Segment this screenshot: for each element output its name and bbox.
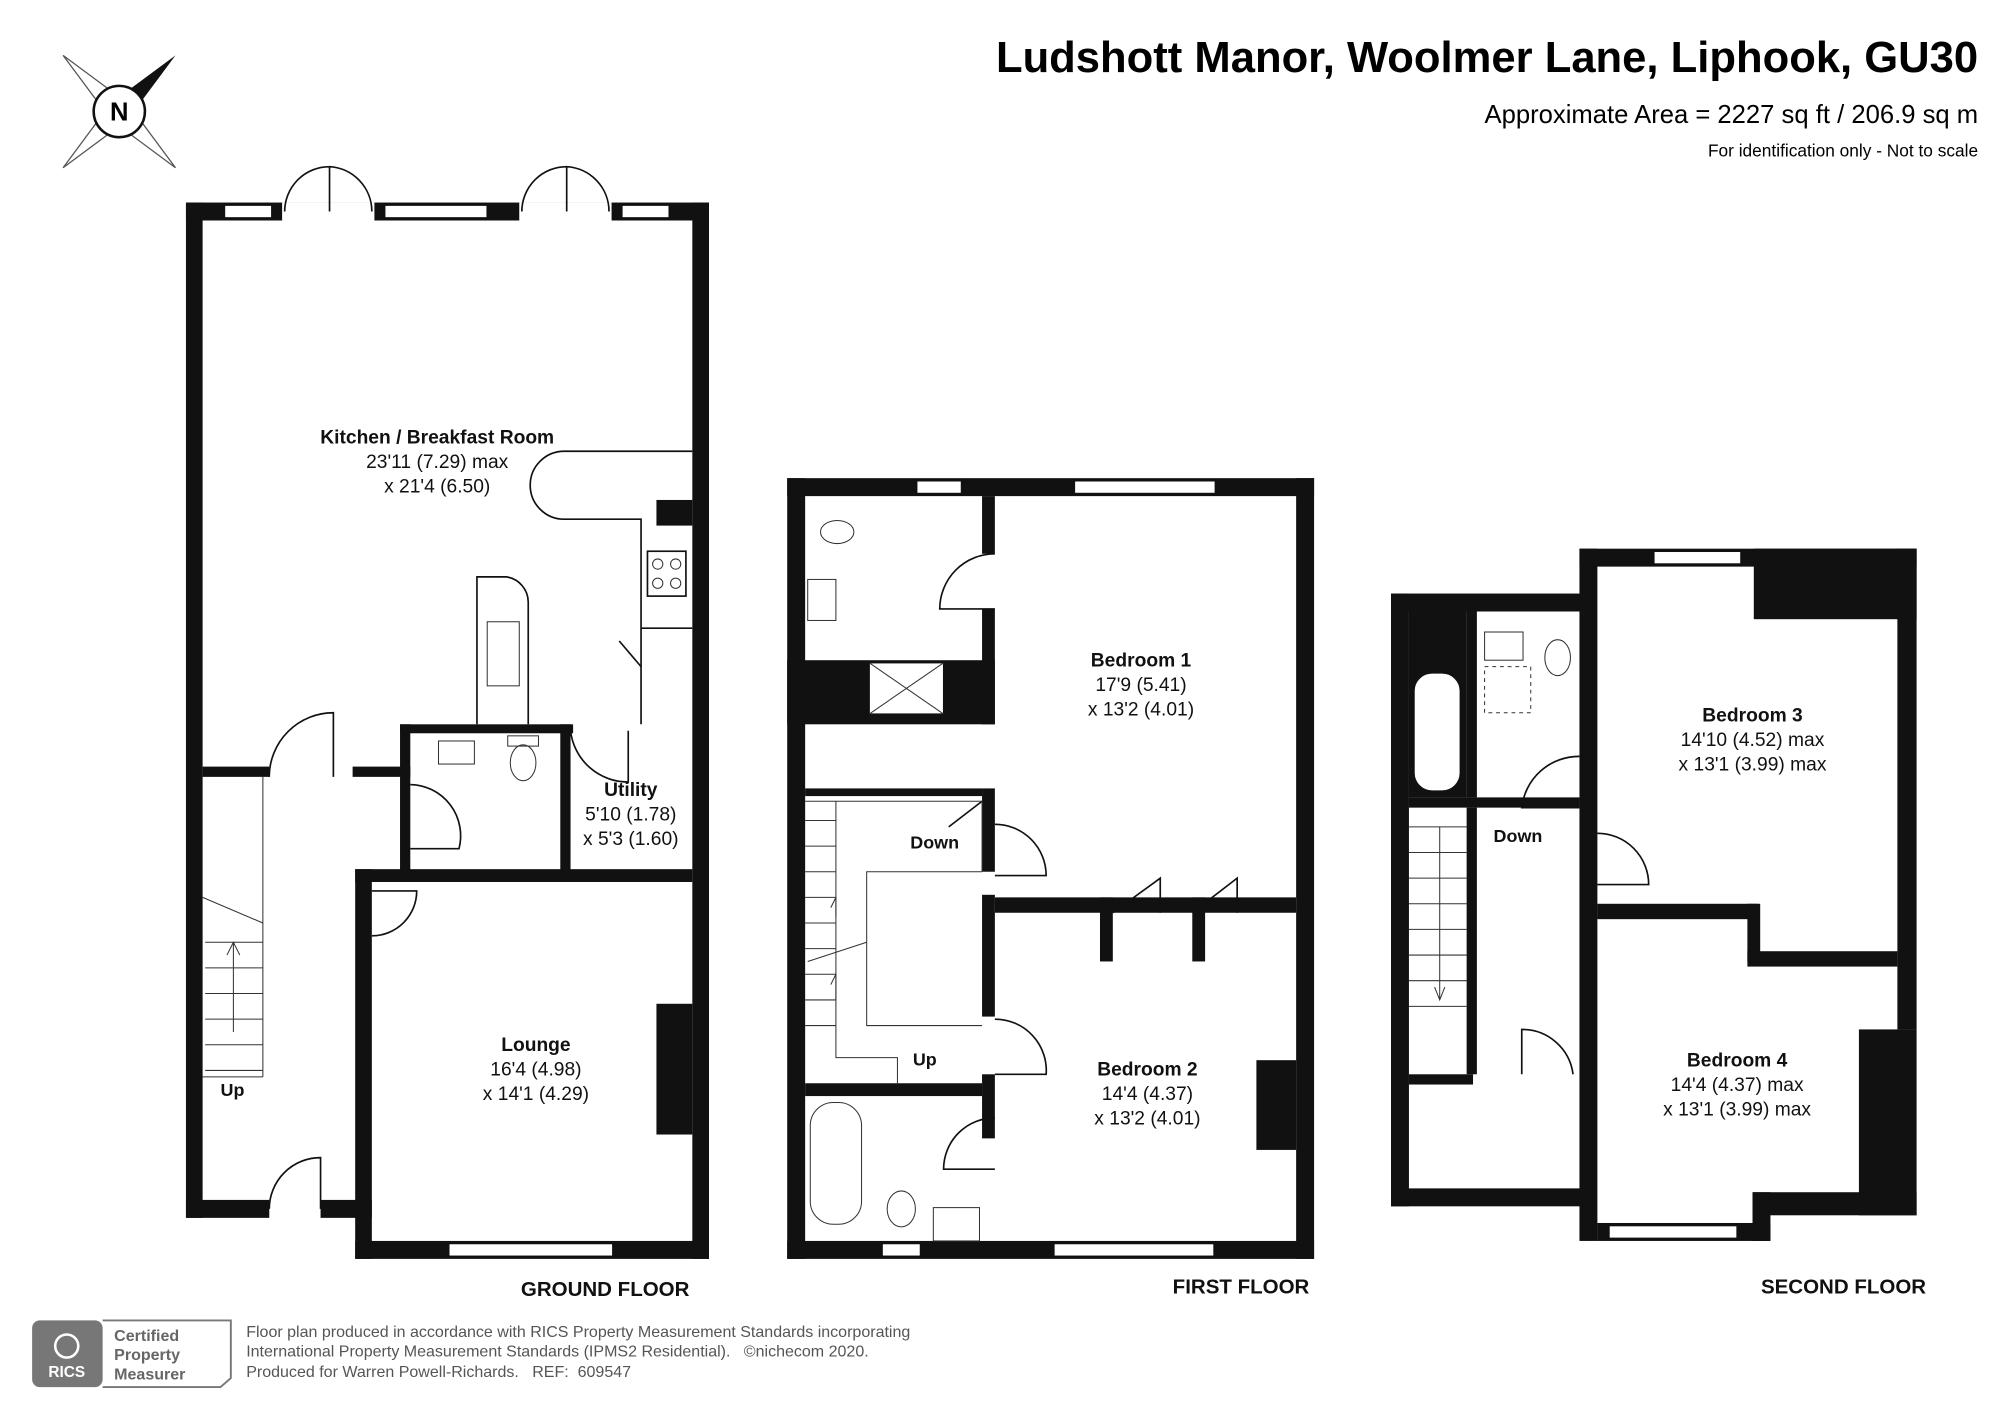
room-name-bedroom-2: Bedroom 2: [1097, 1060, 1197, 1081]
rics-certified-badge: RICS Certified Property Measurer: [32, 1319, 232, 1389]
second-floor-plan: Down Bedroom 3 14'10 (4.52) max x 13'1 (…: [1390, 548, 1926, 1298]
room-dim-utility-2: x 5'3 (1.60): [583, 829, 679, 850]
approximate-area: Approximate Area = 2227 sq ft / 206.9 sq…: [1485, 101, 1979, 129]
room-dim-kitchen-1: 23'11 (7.29) max: [366, 452, 509, 473]
ground-floor-label: GROUND FLOOR: [521, 1278, 690, 1301]
room-dim-bedroom-3-1: 14'10 (4.52) max: [1681, 730, 1825, 751]
room-dim-bedroom-1-1: 17'9 (5.41): [1095, 675, 1186, 696]
room-dim-bedroom-2-1: 14'4 (4.37): [1102, 1084, 1193, 1105]
first-stairs-down-label: Down: [910, 833, 959, 853]
room-dim-utility-1: 5'10 (1.78): [585, 804, 676, 825]
svg-text:Measurer: Measurer: [114, 1365, 185, 1383]
first-floor-label: FIRST FLOOR: [1173, 1275, 1310, 1298]
first-stairs-up-label: Up: [913, 1049, 937, 1069]
svg-text:N: N: [110, 99, 129, 127]
room-name-bedroom-1: Bedroom 1: [1091, 651, 1192, 672]
room-name-utility: Utility: [604, 780, 658, 801]
footer-line-1: Floor plan produced in accordance with R…: [246, 1323, 910, 1341]
room-dim-lounge-1: 16'4 (4.98): [490, 1060, 581, 1081]
disclaimer: For identification only - Not to scale: [1708, 140, 1978, 160]
room-name-bedroom-3: Bedroom 3: [1702, 706, 1802, 727]
compass-north-icon: N: [62, 54, 177, 169]
room-dim-lounge-2: x 14'1 (4.29): [483, 1084, 589, 1105]
ground-floor-plan: Up Kitchen / Breakfast Room 23'11 (7.29)…: [185, 165, 709, 1301]
first-floor-plan: Down Up Bedroom 1 17'9 (5.41) x 13'2 (4.…: [787, 478, 1315, 1298]
room-name-bedroom-4: Bedroom 4: [1687, 1051, 1788, 1072]
footer-line-2: International Property Measurement Stand…: [246, 1342, 868, 1360]
room-dim-bedroom-2-2: x 13'2 (4.01): [1094, 1108, 1200, 1129]
second-stairs-down-label: Down: [1494, 826, 1543, 846]
room-dim-kitchen-2: x 21'4 (6.50): [384, 476, 490, 497]
room-name-kitchen: Kitchen / Breakfast Room: [320, 428, 554, 449]
room-dim-bedroom-1-2: x 13'2 (4.01): [1088, 699, 1194, 720]
property-title: Ludshott Manor, Woolmer Lane, Liphook, G…: [996, 34, 1978, 82]
room-name-lounge: Lounge: [501, 1035, 571, 1056]
svg-text:RICS: RICS: [48, 1364, 85, 1381]
svg-text:Property: Property: [114, 1346, 180, 1364]
svg-text:Certified: Certified: [114, 1327, 179, 1345]
room-dim-bedroom-3-2: x 13'1 (3.99) max: [1679, 754, 1827, 775]
ground-stairs-up-label: Up: [221, 1080, 245, 1100]
second-floor-label: SECOND FLOOR: [1761, 1275, 1926, 1298]
room-dim-bedroom-4-2: x 13'1 (3.99) max: [1663, 1099, 1811, 1120]
footer-line-3: Produced for Warren Powell-Richards. REF…: [246, 1363, 631, 1381]
room-dim-bedroom-4-1: 14'4 (4.37) max: [1671, 1075, 1804, 1096]
